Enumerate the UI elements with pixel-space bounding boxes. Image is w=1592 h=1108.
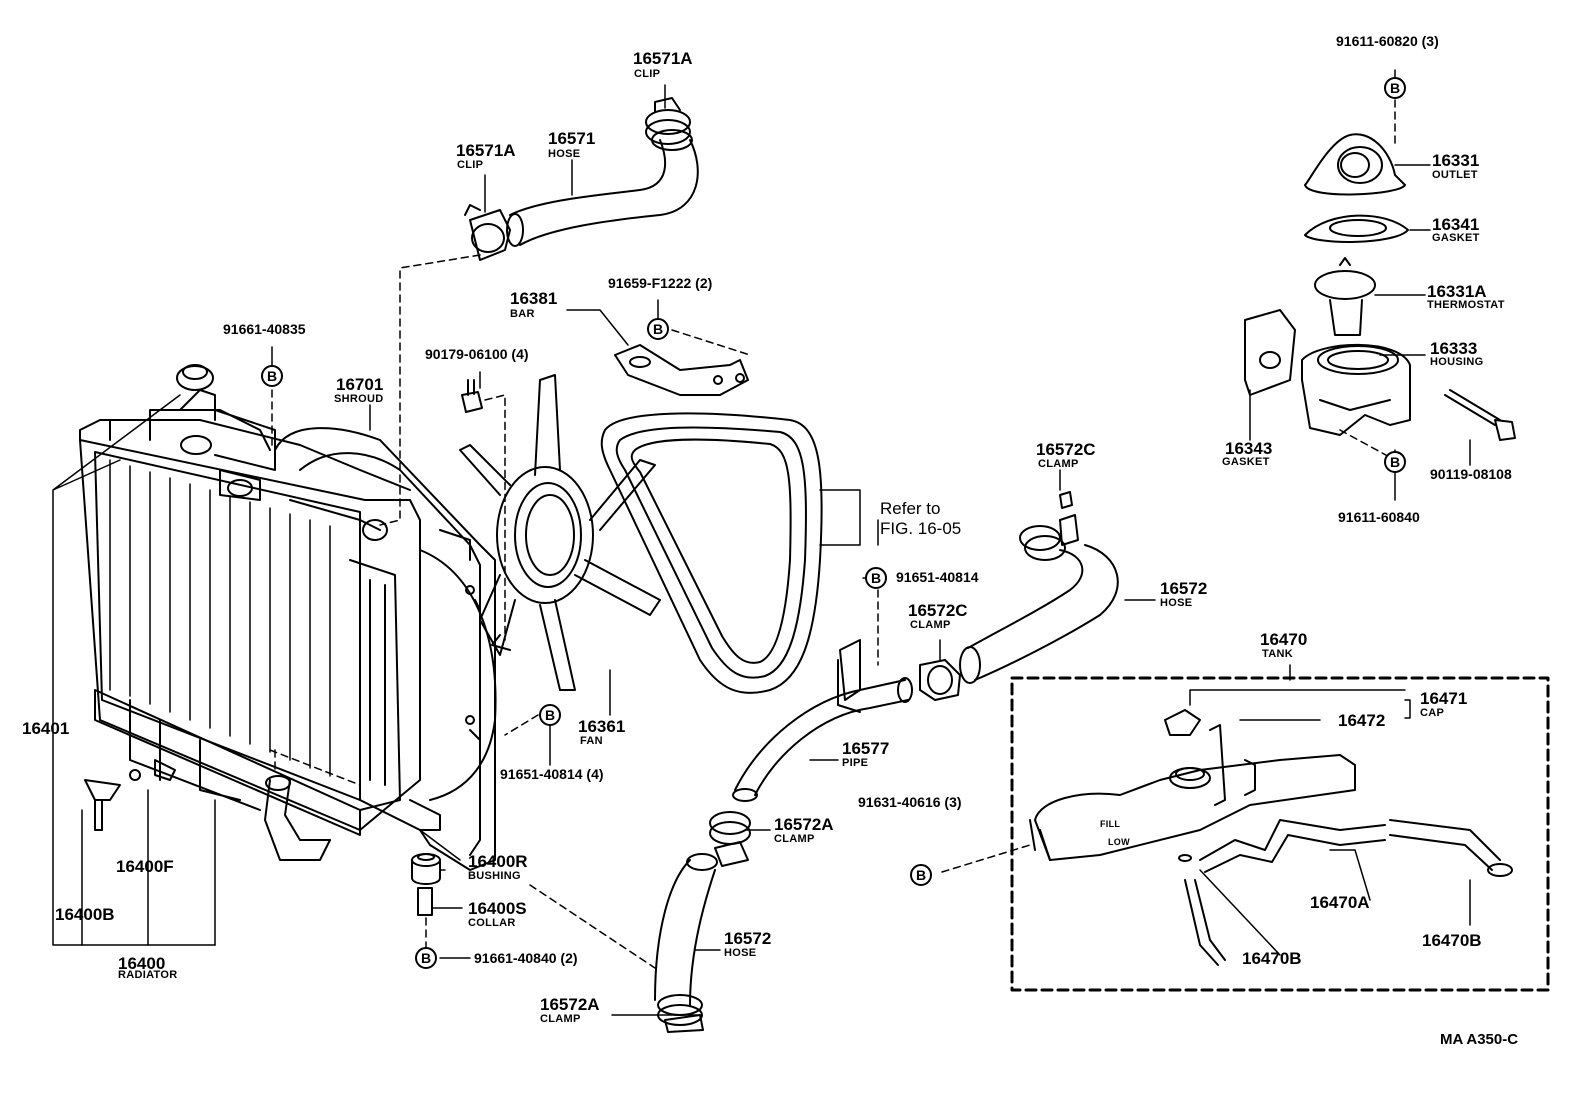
- label-16333: 16333: [1430, 339, 1478, 358]
- label-16400s-sub: COLLAR: [468, 917, 516, 929]
- label-91661-40840: 91661-40840 (2): [474, 950, 578, 966]
- thermostat-stack-drawing: [1244, 133, 1516, 441]
- label-16571a-top: 16571A: [633, 49, 693, 68]
- tank-fill-mark: FILL: [1100, 819, 1121, 829]
- bolt-marker-b: B: [261, 365, 283, 387]
- fan-drawing: [459, 374, 661, 691]
- bolt-marker-b: B: [910, 864, 932, 886]
- label-16331a: 16331A: [1427, 282, 1487, 301]
- label-16381-sub: BAR: [510, 308, 535, 320]
- label-16361: 16361: [578, 717, 626, 736]
- label-16331a-sub: THERMOSTAT: [1427, 299, 1505, 311]
- label-16571-sub: HOSE: [548, 148, 581, 160]
- label-16331: 16331: [1432, 151, 1480, 170]
- lower-pipe-drawing: [732, 639, 913, 802]
- label-16572-lower: 16572: [724, 929, 772, 948]
- tank-low-mark: LOW: [1108, 837, 1130, 847]
- label-16400-sub: RADIATOR: [118, 969, 178, 981]
- bolt-marker-b: B: [647, 318, 669, 340]
- bar-drawing: [614, 344, 749, 396]
- refer-to-figure: FIG. 16-05: [880, 519, 962, 538]
- label-16701-sub: SHROUD: [334, 393, 384, 405]
- bolt-marker-b: B: [1384, 77, 1406, 99]
- label-16572-upper-sub: HOSE: [1160, 597, 1193, 609]
- label-16331-sub: OUTLET: [1432, 169, 1478, 181]
- dashed-connectors: [269, 99, 1550, 992]
- leader-lines: [52, 69, 1471, 1016]
- label-16571a-top-sub: CLIP: [634, 68, 661, 80]
- label-16571: 16571: [548, 129, 596, 148]
- label-16577-sub: PIPE: [842, 757, 869, 769]
- label-16577: 16577: [842, 739, 890, 758]
- bolt-drawing: [461, 379, 483, 413]
- label-16470a: 16470A: [1310, 893, 1370, 912]
- label-91651-40814: 91651-40814: [896, 569, 979, 585]
- bolt-marker-b: B: [415, 947, 437, 969]
- label-16400s: 16400S: [468, 899, 527, 918]
- label-16343-sub: GASKET: [1222, 456, 1270, 468]
- label-16401: 16401: [22, 719, 70, 738]
- label-16471: 16471: [1420, 689, 1468, 708]
- label-16571a-left-sub: CLIP: [457, 159, 484, 171]
- refer-to-text: Refer to: [880, 499, 941, 518]
- label-91611-60820: 91611-60820 (3): [1336, 33, 1439, 49]
- label-16343: 16343: [1225, 439, 1273, 458]
- label-16400r: 16400R: [468, 852, 528, 871]
- label-16400f: 16400F: [116, 857, 174, 876]
- label-16572a-bot: 16572A: [540, 995, 600, 1014]
- right-hose-drawing: [919, 491, 1119, 701]
- label-16572c-mid: 16572C: [908, 601, 968, 620]
- bolt-marker-b: B: [539, 704, 561, 726]
- upper-hose-drawing: [464, 97, 699, 261]
- label-91611-60840: 91611-60840: [1338, 509, 1420, 525]
- tank-drawing: [1029, 709, 1513, 966]
- radiator-drawing: [79, 364, 441, 861]
- label-16572a-mid-sub: CLAMP: [774, 833, 815, 845]
- label-16470: 16470: [1260, 630, 1308, 649]
- label-16341-sub: GASKET: [1432, 232, 1480, 244]
- label-16571a-left: 16571A: [456, 141, 516, 160]
- label-16572c-top-sub: CLAMP: [1038, 458, 1079, 470]
- lower-hose-drawing: [654, 811, 751, 1033]
- label-16572c-mid-sub: CLAMP: [910, 619, 951, 631]
- label-91659: 91659-F1222 (2): [608, 275, 713, 291]
- bolt-marker-b: B: [1384, 451, 1406, 473]
- label-16572c-top: 16572C: [1036, 440, 1096, 459]
- label-16341: 16341: [1432, 215, 1480, 234]
- label-16572a-bot-sub: CLAMP: [540, 1013, 581, 1025]
- shroud-drawing: [274, 427, 497, 871]
- label-16470b-left: 16470B: [1242, 949, 1302, 968]
- label-16470b-right: 16470B: [1422, 931, 1482, 950]
- label-16472: 16472: [1338, 711, 1386, 730]
- label-16572-lower-sub: HOSE: [724, 947, 757, 959]
- bolt-marker-b: B: [865, 567, 887, 589]
- label-16400r-sub: BUSHING: [468, 870, 521, 882]
- label-91661-40835: 91661-40835: [223, 321, 306, 337]
- diagram-code: MA A350-C: [1440, 1031, 1519, 1048]
- label-16361-sub: FAN: [580, 735, 603, 747]
- label-91651-40814-4: 91651-40814 (4): [500, 766, 604, 782]
- label-16572-upper: 16572: [1160, 579, 1208, 598]
- label-16400: 16400: [118, 954, 166, 973]
- label-16471-sub: CAP: [1420, 707, 1445, 719]
- label-90179: 90179-06100 (4): [425, 346, 529, 362]
- bushing-collar-drawing: [411, 853, 441, 916]
- label-16333-sub: HOUSING: [1430, 356, 1484, 368]
- label-16572a-mid: 16572A: [774, 815, 834, 834]
- label-16470-sub: TANK: [1262, 648, 1293, 660]
- label-16381: 16381: [510, 289, 558, 308]
- label-90119: 90119-08108: [1430, 466, 1512, 482]
- label-91631-40616: 91631-40616 (3): [858, 794, 962, 810]
- belt-drawing: [600, 412, 823, 694]
- label-16400b: 16400B: [55, 905, 115, 924]
- label-16701: 16701: [336, 375, 384, 394]
